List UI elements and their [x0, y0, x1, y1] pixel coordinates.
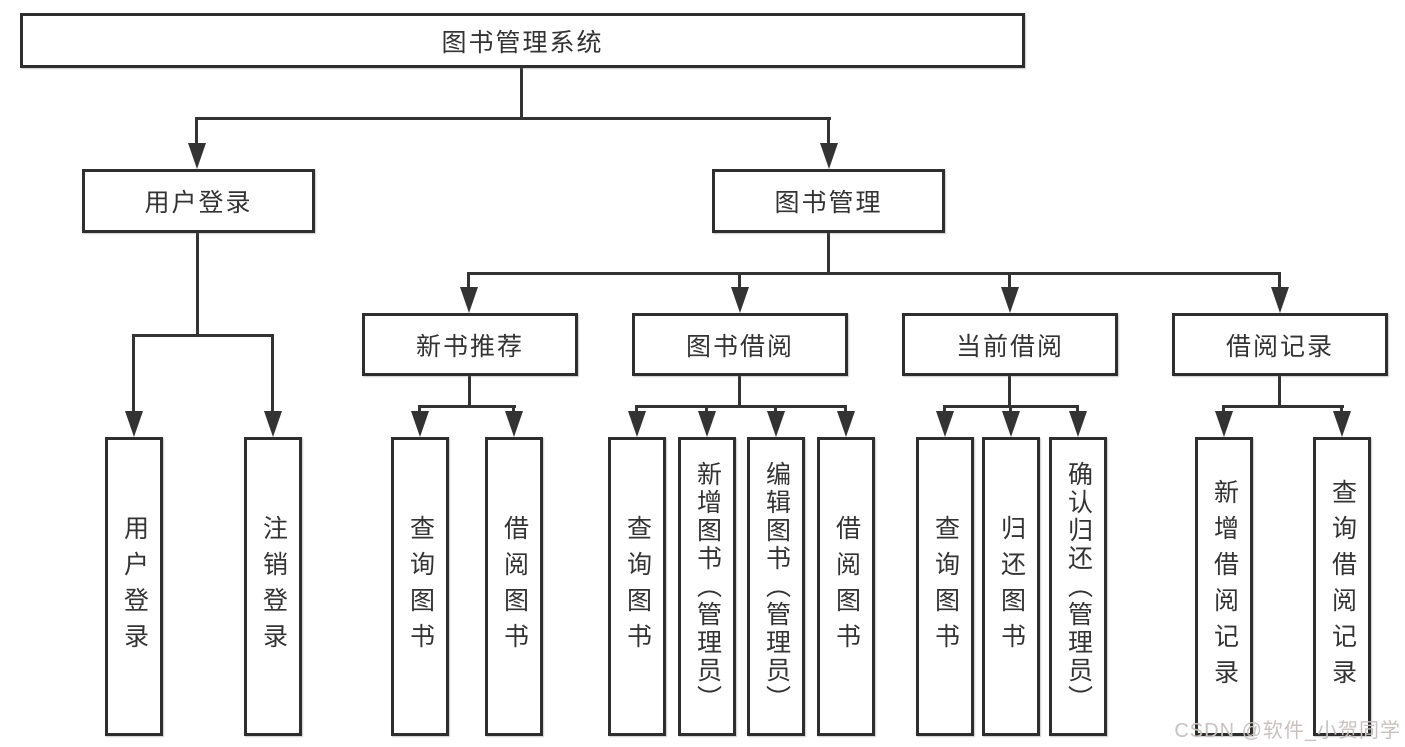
- node-label: 图书管理: [774, 189, 883, 217]
- arrowhead: [698, 411, 716, 437]
- node-label: 查询图书: [623, 514, 652, 659]
- connector-stem: [1009, 405, 1012, 415]
- arrowhead: [936, 411, 954, 437]
- node-label: 新书推荐: [415, 332, 524, 361]
- connector-stem: [1222, 405, 1225, 415]
- connector-stem: [844, 405, 847, 415]
- arrowhead: [1002, 411, 1020, 437]
- arrowhead: [628, 411, 646, 437]
- arrowhead: [837, 411, 855, 437]
- connector-stem-leaf-logout: [271, 334, 274, 414]
- leaf-add-borrow-record: 新增借阅记录: [1195, 437, 1253, 736]
- connector-stem-book-borrow: [738, 272, 741, 292]
- arrowhead: [505, 411, 523, 437]
- leaf-query-borrow-record: 查询借阅记录: [1313, 437, 1371, 736]
- node-label: 查询图书: [931, 514, 960, 659]
- leaf-user-login: 用户登录: [105, 437, 163, 736]
- connector-stem-borrow-records: [1278, 272, 1281, 292]
- node-label: 查询图书: [406, 514, 435, 659]
- arrowhead-user-login: [188, 143, 206, 169]
- connector-stem: [1340, 405, 1343, 415]
- connector-stem-current-borrow: [1008, 272, 1011, 292]
- node-label: 新增借阅记录: [1210, 478, 1239, 695]
- connector-borrow-records-trunk: [1278, 376, 1281, 407]
- leaf-query-books: 查询图书: [916, 437, 974, 736]
- node-label: 编辑图书（管理员）: [762, 460, 791, 713]
- node-label: 新增图书（管理员）: [693, 460, 722, 713]
- node-label: 查询借阅记录: [1328, 478, 1357, 695]
- connector-level2-rail: [195, 117, 831, 120]
- connector-stem-new-book: [467, 272, 470, 292]
- node-borrow-records: 借阅记录: [1172, 313, 1388, 376]
- csdn-watermark: CSDN @软件_小贺同学: [1174, 720, 1401, 742]
- connector-book-borrow-trunk: [738, 376, 741, 407]
- node-label: 用户登录: [144, 189, 253, 217]
- connector-new-book-trunk: [468, 376, 471, 407]
- connector-stem: [943, 405, 946, 415]
- node-label: 当前借阅: [955, 332, 1064, 361]
- connector-stem: [774, 405, 777, 415]
- node-label: 用户登录: [120, 514, 149, 659]
- arrowhead-leaf-logout: [264, 411, 282, 437]
- arrowhead: [1215, 411, 1233, 437]
- leaf-return-book: 归还图书: [982, 437, 1040, 736]
- connector-book-management-trunk: [827, 233, 830, 272]
- node-library-system: 图书管理系统: [20, 13, 1025, 68]
- connector-stem-leaf-user-login: [132, 334, 135, 414]
- connector-user-login-rail: [132, 334, 274, 337]
- connector-stem: [418, 405, 421, 415]
- connector-stem: [635, 405, 638, 415]
- arrowhead-borrow-records: [1271, 287, 1289, 313]
- connector-stem: [705, 405, 708, 415]
- connector-stem-user-login: [195, 117, 198, 147]
- node-label: 注销登录: [259, 514, 288, 659]
- connector-stem-book-management: [827, 117, 830, 147]
- connector-borrow-records-rail: [1222, 405, 1344, 408]
- leaf-logout: 注销登录: [244, 437, 302, 736]
- node-new-book-recommend: 新书推荐: [362, 313, 578, 376]
- leaf-add-book-admin: 新增图书（管理员）: [678, 437, 736, 736]
- arrowhead-new-book: [460, 287, 478, 313]
- leaf-confirm-return-admin: 确认归还（管理员）: [1049, 437, 1107, 736]
- connector-book-borrow-rail: [635, 405, 847, 408]
- node-book-borrow: 图书借阅: [632, 313, 848, 376]
- connector-new-book-rail: [418, 405, 516, 408]
- arrowhead-book-management: [820, 143, 838, 169]
- node-label: 图书借阅: [685, 332, 794, 361]
- arrowhead-leaf-user-login: [125, 411, 143, 437]
- node-label: 借阅记录: [1225, 332, 1334, 361]
- node-user-login: 用户登录: [82, 169, 315, 233]
- arrowhead: [411, 411, 429, 437]
- node-label: 归还图书: [997, 514, 1026, 659]
- connector-level3-rail: [467, 272, 1281, 275]
- node-label: 借阅图书: [832, 514, 861, 659]
- leaf-edit-book-admin: 编辑图书（管理员）: [747, 437, 805, 736]
- arrowhead: [1069, 411, 1087, 437]
- connector-stem: [512, 405, 515, 415]
- node-current-borrow: 当前借阅: [902, 313, 1118, 376]
- leaf-borrow-books: 借阅图书: [485, 437, 543, 736]
- connector-stem: [1076, 405, 1079, 415]
- connector-user-login-trunk: [196, 233, 199, 334]
- connector-current-borrow-trunk: [1008, 376, 1011, 407]
- node-label: 确认归还（管理员）: [1064, 460, 1093, 713]
- node-book-management: 图书管理: [712, 169, 945, 233]
- leaf-borrow-books: 借阅图书: [817, 437, 875, 736]
- arrowhead: [767, 411, 785, 437]
- arrowhead: [1333, 411, 1351, 437]
- arrowhead-current-borrow: [1001, 287, 1019, 313]
- leaf-query-books: 查询图书: [391, 437, 449, 736]
- connector-root-trunk: [520, 68, 523, 117]
- node-label: 借阅图书: [500, 514, 529, 659]
- arrowhead-book-borrow: [731, 287, 749, 313]
- node-label: 图书管理系统: [441, 28, 604, 57]
- leaf-query-books: 查询图书: [608, 437, 666, 736]
